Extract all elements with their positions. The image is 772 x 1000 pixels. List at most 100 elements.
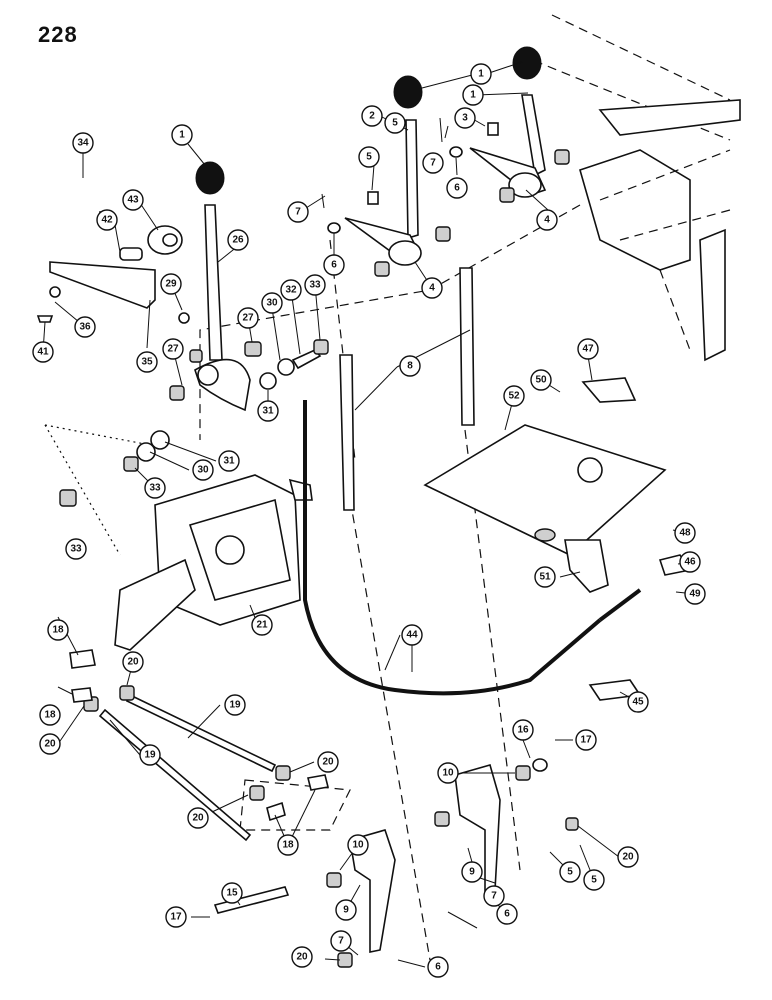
svg-text:20: 20	[127, 657, 139, 668]
svg-text:36: 36	[79, 322, 91, 333]
callout-27: 27	[162, 338, 184, 360]
callout-33: 33	[304, 274, 326, 296]
callout-1: 1	[462, 84, 484, 106]
callout-4: 4	[536, 209, 558, 231]
callout-26: 26	[227, 229, 249, 251]
svg-text:6: 6	[331, 260, 337, 271]
svg-text:35: 35	[141, 357, 153, 368]
lower-shifter-arms	[213, 758, 579, 968]
svg-text:31: 31	[262, 406, 274, 417]
callout-33: 33	[144, 477, 166, 499]
svg-text:51: 51	[539, 572, 551, 583]
callout-20: 20	[291, 946, 313, 968]
callout-20: 20	[317, 751, 339, 773]
svg-text:29: 29	[165, 279, 177, 290]
callout-44: 44	[401, 624, 423, 646]
svg-text:43: 43	[127, 195, 139, 206]
svg-text:6: 6	[454, 183, 460, 194]
svg-text:9: 9	[343, 905, 349, 916]
svg-text:10: 10	[442, 768, 454, 779]
callout-49: 49	[684, 583, 706, 605]
callout-29: 29	[160, 273, 182, 295]
callout-20: 20	[39, 733, 61, 755]
callout-1: 1	[171, 124, 193, 146]
callout-20: 20	[617, 846, 639, 868]
svg-text:27: 27	[167, 344, 179, 355]
callout-36: 36	[74, 316, 96, 338]
svg-text:1: 1	[179, 130, 185, 141]
svg-text:33: 33	[309, 280, 321, 291]
svg-text:26: 26	[232, 235, 244, 246]
callout-27: 27	[237, 307, 259, 329]
svg-text:46: 46	[684, 557, 696, 568]
callout-42: 42	[96, 209, 118, 231]
svg-text:5: 5	[366, 152, 372, 163]
svg-text:19: 19	[144, 750, 156, 761]
callout-50: 50	[530, 369, 552, 391]
callout-18: 18	[47, 619, 69, 641]
svg-text:7: 7	[338, 936, 344, 947]
callout-7: 7	[330, 930, 352, 952]
callout-4: 4	[421, 277, 443, 299]
svg-text:52: 52	[508, 391, 520, 402]
callout-34: 34	[72, 132, 94, 154]
svg-text:18: 18	[282, 840, 294, 851]
svg-text:20: 20	[44, 739, 56, 750]
svg-text:6: 6	[504, 909, 510, 920]
svg-text:30: 30	[197, 465, 209, 476]
callout-33: 33	[65, 538, 87, 560]
svg-text:34: 34	[77, 138, 89, 149]
callout-17: 17	[575, 729, 597, 751]
callout-5: 5	[384, 112, 406, 134]
callout-20: 20	[122, 651, 144, 673]
svg-text:18: 18	[52, 625, 64, 636]
svg-text:6: 6	[435, 962, 441, 973]
svg-text:16: 16	[517, 725, 529, 736]
callout-5: 5	[583, 869, 605, 891]
svg-text:3: 3	[462, 113, 468, 124]
callout-35: 35	[136, 351, 158, 373]
svg-text:44: 44	[406, 630, 418, 641]
callout-21: 21	[251, 614, 273, 636]
callout-6: 6	[427, 956, 449, 978]
callout-43: 43	[122, 189, 144, 211]
callout-51: 51	[534, 566, 556, 588]
small-parts	[36, 117, 570, 507]
svg-text:48: 48	[679, 528, 691, 539]
lever-knob	[512, 46, 542, 80]
callout-41: 41	[32, 341, 54, 363]
callout-5: 5	[559, 861, 581, 883]
callout-9: 9	[335, 899, 357, 921]
callout-52: 52	[503, 385, 525, 407]
callout-19: 19	[139, 744, 161, 766]
svg-text:47: 47	[582, 344, 594, 355]
svg-text:17: 17	[580, 735, 592, 746]
callout-6: 6	[323, 254, 345, 276]
lever-knob	[195, 161, 225, 195]
callout-31: 31	[218, 450, 240, 472]
callout-10: 10	[347, 834, 369, 856]
svg-text:45: 45	[632, 697, 644, 708]
callout-31: 31	[257, 400, 279, 422]
svg-text:1: 1	[478, 69, 484, 80]
svg-text:49: 49	[689, 589, 701, 600]
callout-46: 46	[679, 551, 701, 573]
shift-rods	[69, 649, 329, 842]
svg-text:7: 7	[295, 207, 301, 218]
shift-lever-right	[469, 46, 547, 198]
cover-plate	[423, 377, 692, 701]
svg-text:32: 32	[285, 285, 297, 296]
svg-text:9: 9	[469, 867, 475, 878]
callout-32: 32	[280, 279, 302, 301]
svg-text:20: 20	[322, 757, 334, 768]
svg-text:8: 8	[407, 361, 413, 372]
callout-47: 47	[577, 338, 599, 360]
svg-text:30: 30	[266, 298, 278, 309]
callout-1: 1	[470, 63, 492, 85]
callout-7: 7	[287, 201, 309, 223]
shift-lever-left	[194, 161, 251, 412]
svg-text:2: 2	[369, 111, 375, 122]
shift-links	[339, 267, 475, 511]
